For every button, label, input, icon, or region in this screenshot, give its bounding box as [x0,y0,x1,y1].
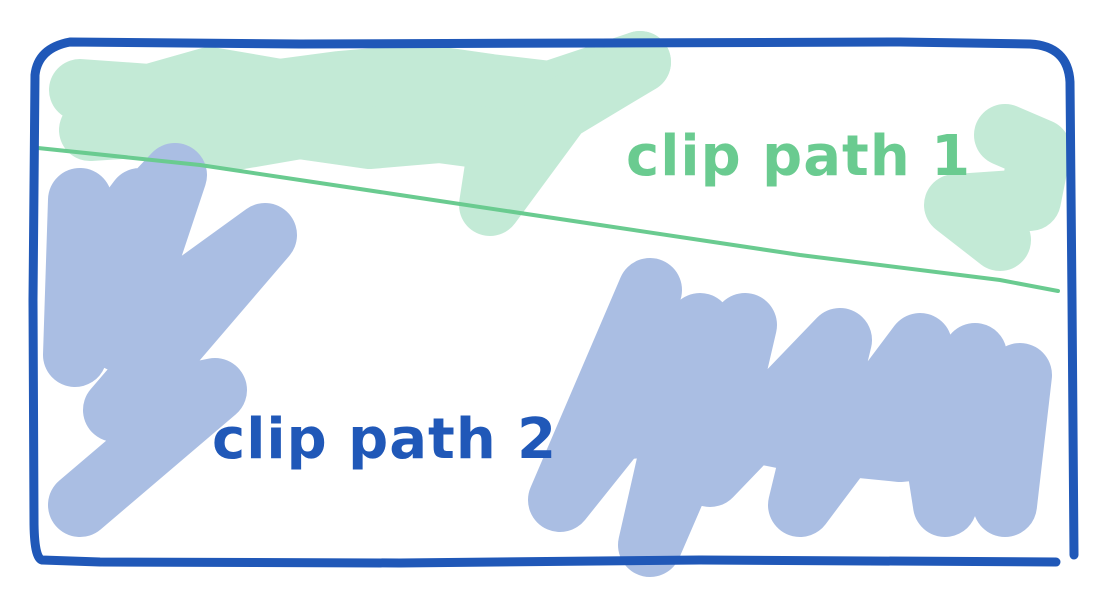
frame-border [28,37,1079,568]
clip-path-2-scribble-right [528,258,1052,577]
clip-path-1-region [49,31,1071,271]
clip-path-1-scribble-mid [59,94,531,171]
clip-path-2-label: clip path 2 [212,407,557,472]
clip-path-1-scribble-top [49,31,671,126]
clip-path-1-label: clip path 1 [626,124,971,189]
clip-path-2-region [43,143,1052,577]
clip-path-2-scribble-right-fill [568,388,1032,482]
clip-path-1-boundary-line [36,146,1060,293]
clip-path-1-scribble-drop [459,31,671,236]
clip-path-2-scribble-left [43,143,297,537]
clip-path-1-scribble-right [924,104,1071,271]
